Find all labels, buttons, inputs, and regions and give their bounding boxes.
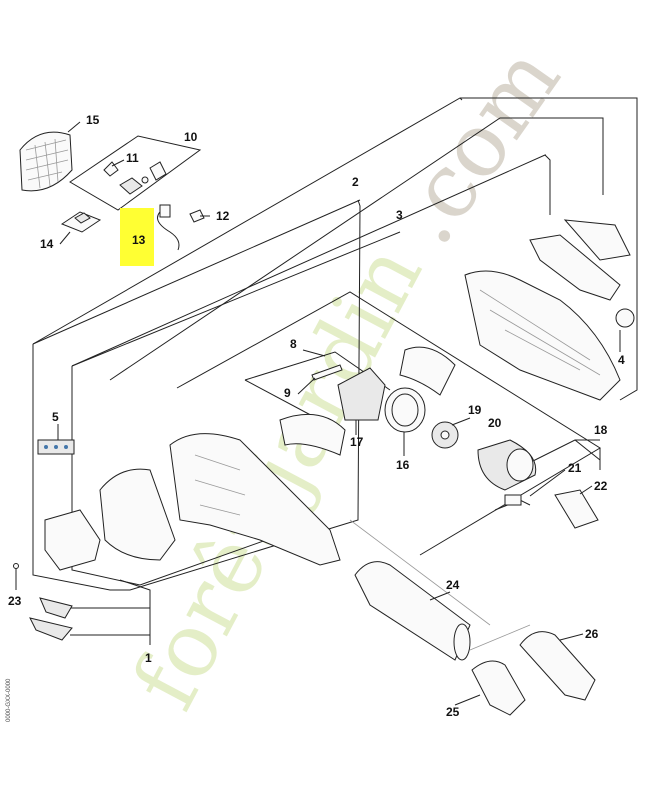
label-17: 17 [350,435,364,449]
label-13: 13 [132,233,146,247]
part-side-cover [99,468,176,561]
bracket-1 [119,579,151,645]
frame-4 [109,117,604,381]
label-15: 15 [86,113,100,127]
frame-top [32,97,638,401]
part-14-bracket [60,211,102,233]
frame-3 [71,366,301,586]
part-1-main-housing [169,433,341,566]
part-24-nozzle [354,561,471,661]
label-11: 11 [126,151,139,165]
watermark-text-brown: .com [373,28,580,262]
part-8-deflector [399,346,456,396]
part-top-cover [529,219,631,301]
label-23: 23 [8,594,22,608]
part-17-guide [337,367,386,421]
label-9: 9 [284,386,291,400]
part-labels: 15 10 11 2 3 12 13 14 4 8 9 5 19 20 18 1… [8,113,625,719]
label-20: 20 [488,416,502,430]
part-20-motor [477,439,537,491]
part-13-cable [157,204,180,251]
part-25-tip [471,660,526,716]
part-15-grille [19,131,73,192]
part-23-screw [13,563,19,575]
part-handle-frame [44,509,101,571]
part-12-screw [189,209,205,223]
watermark-text-green: forêt-jardin [113,228,442,725]
part-16-ring [384,387,426,433]
watermark: forêt-jardin .com [113,28,580,725]
label-24: 24 [446,578,460,592]
label-12: 12 [216,209,230,223]
part-10-switch [119,161,167,195]
label-22: 22 [594,479,608,493]
part-21-wire [494,494,531,511]
part-9-pin [311,364,343,381]
side-code: 0000-GXX-0000 [6,678,12,722]
label-18: 18 [594,423,608,437]
highlight-part-13 [120,208,154,266]
label-10: 10 [184,130,198,144]
leader-lines [15,121,621,706]
part-19-fan [431,421,459,449]
label-19: 19 [468,403,482,417]
label-14: 14 [40,237,54,251]
label-25: 25 [446,705,460,719]
label-3: 3 [396,208,403,222]
frame-shell [71,154,551,367]
label-4: 4 [618,353,625,367]
frame-10 [69,135,202,211]
part-11-clip [103,161,119,177]
label-16: 16 [396,458,410,472]
part-5-label [37,439,75,455]
frame-2 [32,199,361,591]
label-2: 2 [352,175,359,189]
part-plates [29,597,73,641]
part-22-cap [554,489,599,529]
parts [13,131,635,716]
part-26-flat-tip [519,631,596,701]
part-guide-sheet [279,413,346,456]
label-8: 8 [290,337,297,351]
label-5: 5 [52,410,59,424]
label-26: 26 [585,627,599,641]
part-4-disc [615,308,635,328]
part-3-housing-shell [464,270,621,401]
label-1: 1 [145,651,152,665]
label-21: 21 [568,461,582,475]
